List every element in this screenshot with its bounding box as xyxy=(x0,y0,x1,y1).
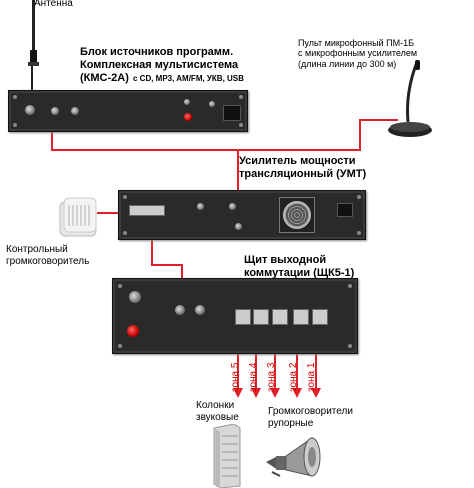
source-block-title: Блок источников программ. Комплексная му… xyxy=(80,46,239,71)
microphone-icon xyxy=(388,60,432,137)
wire-mic-to-amplifier xyxy=(238,119,398,151)
control-speaker-icon xyxy=(59,197,97,237)
amplifier-panel xyxy=(118,190,366,240)
horn-speakers-label: Громкоговорители рупорные xyxy=(268,406,353,429)
wire-source-to-amplifier xyxy=(51,130,239,200)
zone-1-label: зона 1 xyxy=(306,362,317,392)
switch-panel-label: Щит выходной коммутации (ЩК5-1) xyxy=(244,254,355,279)
mic-console-label: Пульт микрофонный ПМ-1Б с микрофонным ус… xyxy=(298,38,418,69)
zone-3-label: зона 3 xyxy=(266,362,277,392)
antenna-label: Антенна xyxy=(34,0,73,9)
switch-panel xyxy=(112,278,358,354)
zone-4-label: зона 4 xyxy=(248,362,259,392)
source-block-model: (КМС-2А) xyxy=(80,72,129,84)
zone-2-label: зона 2 xyxy=(288,362,299,392)
horn-speaker-icon xyxy=(266,437,321,477)
zone-5-label: зона 5 xyxy=(230,362,241,392)
source-block-formats: с CD, MP3, AM/FM, УКВ, USB xyxy=(133,74,244,83)
control-speaker-label: Контрольный громкоговоритель xyxy=(6,244,90,267)
column-speaker-icon xyxy=(213,424,241,488)
amplifier-label: Усилитель мощности трансляционный (УМТ) xyxy=(239,155,367,180)
source-block-panel xyxy=(8,90,248,132)
column-speakers-label: Колонки звуковые xyxy=(196,400,239,423)
antenna-icon xyxy=(28,0,39,66)
